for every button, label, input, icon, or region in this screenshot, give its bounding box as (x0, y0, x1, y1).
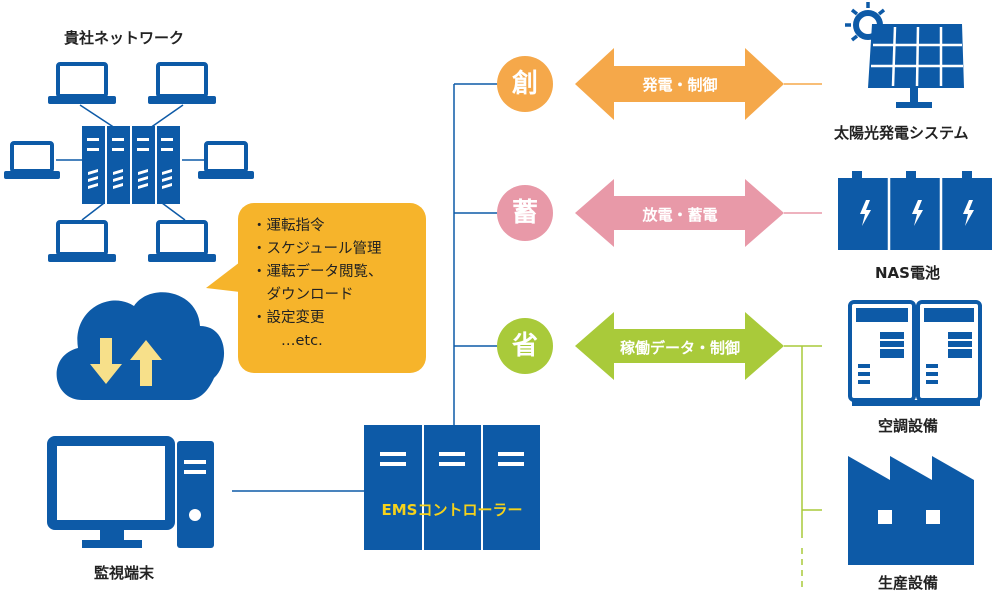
device-label-hvac: 空調設備 (878, 417, 939, 435)
battery-icon (838, 171, 992, 250)
bubble-tail (206, 262, 240, 292)
laptop-icon (198, 141, 254, 179)
arrow-label-generation: 発電・制御 (642, 76, 718, 94)
bubble-item: ・運転指令 (252, 218, 325, 234)
factory-icon (848, 456, 974, 565)
arrow-storage (575, 179, 784, 247)
monitor-label: 監視端末 (94, 564, 155, 582)
bubble-item: …etc. (252, 333, 323, 349)
server-icon (82, 126, 180, 204)
download-arrow-icon (90, 338, 122, 384)
laptop-icon (148, 62, 216, 104)
network-label: 貴社ネットワーク (64, 29, 185, 47)
laptop-icon (48, 62, 116, 104)
solar-panel-icon (845, 2, 964, 108)
arrow-label-saving: 稼働データ・制御 (619, 339, 740, 357)
function-bubble: ・運転指令 ・スケジュール管理 ・運転データ閲覧、 ダウンロード ・設定変更 …… (238, 203, 426, 373)
network-links (56, 83, 498, 492)
arrow-label-storage: 放電・蓄電 (642, 206, 718, 224)
circle-store: 蓄 (497, 185, 553, 241)
device-label-factory: 生産設備 (878, 574, 939, 592)
saving-links (784, 345, 822, 591)
monitor-icon (47, 436, 175, 548)
ems-controller-icon (364, 425, 540, 550)
upload-arrow-icon (130, 340, 162, 386)
pc-tower-icon (177, 441, 214, 548)
air-conditioner-icon (848, 300, 982, 406)
laptop-icon (48, 220, 116, 262)
arrow-saving (575, 312, 784, 380)
bubble-item: ・スケジュール管理 (252, 241, 382, 257)
arrow-generation (575, 48, 784, 120)
ems-label: EMSコントローラー (381, 501, 523, 519)
laptop-icon (4, 141, 60, 179)
laptop-icon (148, 220, 216, 262)
bubble-item: ・運転データ閲覧、 (252, 264, 383, 280)
cloud-icon (56, 292, 225, 400)
bubble-item: ・設定変更 (252, 310, 325, 326)
device-label-nas: NAS電池 (875, 264, 940, 282)
bubble-item: ダウンロード (252, 287, 354, 303)
circle-generate: 創 (497, 56, 553, 112)
device-label-solar: 太陽光発電システム (834, 124, 969, 142)
circle-save: 省 (497, 318, 553, 374)
